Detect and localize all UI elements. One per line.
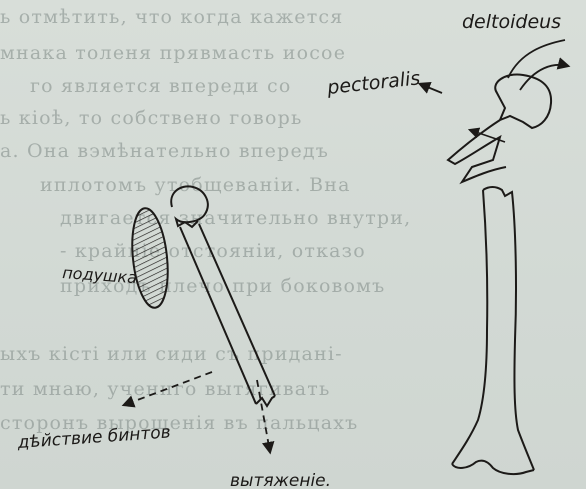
label-pectoralis: pectoralis (325, 67, 421, 99)
upper-fragment (495, 74, 551, 128)
label-traction: вытяженiе. (230, 471, 331, 489)
pectoralis-arrow (420, 84, 442, 93)
fracture-diagram (420, 40, 568, 474)
traction-arrow (257, 380, 270, 452)
deltoid-arrow (508, 40, 568, 90)
humerus-distal-end (256, 396, 275, 406)
label-deltoideus: deltoideus (462, 11, 561, 33)
bandage-arrow (124, 372, 212, 405)
upper-fragment-edge (448, 120, 506, 182)
pillow-diagram (124, 186, 275, 452)
humerus-head (171, 186, 208, 227)
shaft-outline (452, 187, 534, 470)
humerus-shaft (180, 224, 275, 404)
pillow-shape (128, 206, 172, 309)
condyle (452, 461, 534, 474)
label-bandage-action: дѣйствие бинтов (16, 422, 171, 453)
label-pillow: подушка (62, 263, 138, 287)
